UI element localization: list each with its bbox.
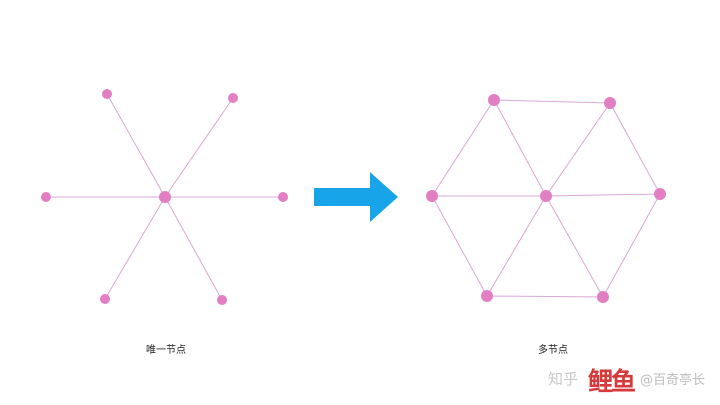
right-edge-center-bottom-right [545,195,604,298]
single-node-caption: 唯一节点 [146,345,186,356]
right-edge-center-top-right [545,102,611,197]
watermark-logo: 鲤鱼 [588,367,636,396]
multi-node-graph [426,94,666,303]
left-node-left [41,192,51,202]
right-node-top-right [604,97,616,109]
right-edge-left-top-left [431,99,495,197]
left-node-down-left [100,294,110,304]
right-edge-top-right-right [609,102,661,195]
left-edge-center-down-left [104,196,166,300]
left-node-up-right [228,93,238,103]
right-edge-center-top-left [493,99,547,197]
left-node-up-left [102,89,112,99]
right-node-top-left [488,94,500,106]
right-edge-right-bottom-right [602,193,661,298]
left-node-down-right [217,295,227,305]
left-edge-center-up-right [164,97,234,198]
right-node-left [426,190,438,202]
right-arrow-icon [314,172,398,222]
right-edge-center-right [545,193,661,197]
right-node-bottom-right [597,291,609,303]
single-node-graph [41,89,288,305]
left-edge-center-down-right [164,196,223,301]
right-node-bottom-left [481,290,493,302]
right-edge-bottom-right-bottom-left [486,295,604,298]
watermark-text-a: 知乎 [548,370,579,388]
left-node-center [159,191,171,203]
multi-node-caption: 多节点 [538,345,568,356]
right-node-center [540,190,552,202]
left-edge-center-up-left [106,93,166,198]
watermark: 知乎 鲤鱼 @百奇亭长 [548,362,713,396]
right-edge-center-bottom-left [486,195,547,297]
watermark-text-b: @百奇亭长 [640,373,706,388]
right-node-right [654,188,666,200]
left-node-right [278,192,288,202]
right-edge-top-left-top-right [493,99,611,104]
right-edge-bottom-left-left [431,195,488,297]
